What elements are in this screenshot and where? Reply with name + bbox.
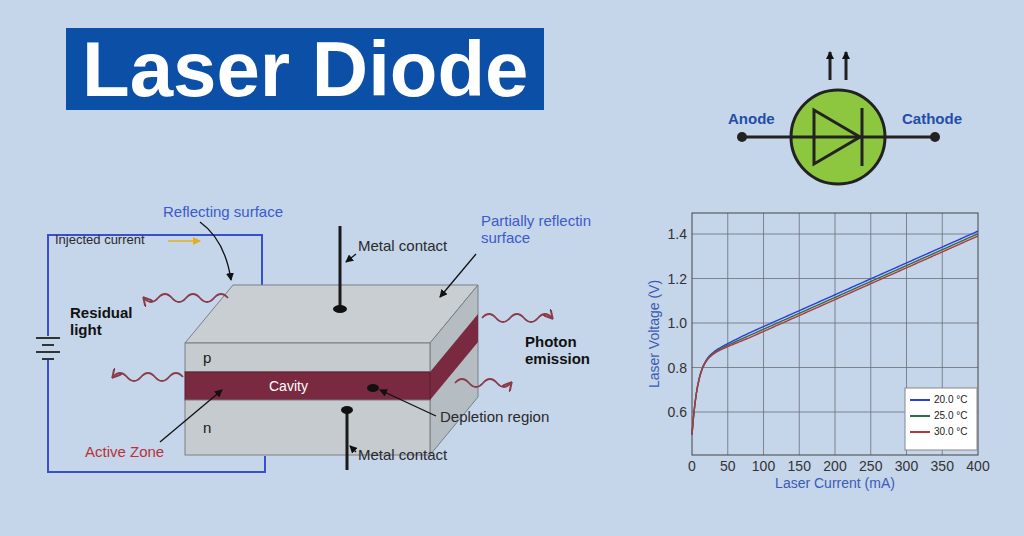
tick-label: 0.6 — [668, 404, 687, 420]
iv-curve — [692, 234, 978, 435]
grid-line — [692, 278, 978, 279]
residual-light-wave — [113, 373, 183, 381]
grid-line — [692, 367, 978, 368]
tick-label: 0 — [688, 458, 696, 474]
legend-text: 30.0 °C — [934, 426, 967, 438]
tick-label: 250 — [859, 458, 882, 474]
part-label: Reflecting surface — [163, 203, 283, 220]
grid-line — [692, 323, 978, 324]
current-arrow — [168, 240, 200, 242]
tick-label: 200 — [823, 458, 846, 474]
tick-label: 1.2 — [668, 270, 687, 286]
axis-title: Laser Voltage (V) — [646, 280, 662, 388]
grid-line — [835, 213, 836, 455]
symbol-lead — [791, 136, 885, 139]
p-layer: p — [185, 343, 430, 372]
tick-label: 300 — [895, 458, 918, 474]
title-text: Laser Diode — [82, 28, 528, 110]
photon-wave — [455, 379, 511, 387]
iv-curve — [692, 236, 978, 434]
grid-line — [763, 213, 764, 455]
grid-line — [870, 213, 871, 455]
chip-top-face — [185, 285, 478, 343]
battery-plate — [36, 351, 60, 353]
leader-line — [200, 222, 231, 280]
photon-wave — [482, 314, 552, 322]
tick-label: 1.0 — [668, 315, 687, 331]
part-label: Photon emission — [525, 333, 605, 368]
symbol-lead — [742, 136, 935, 139]
tick-label: 1.4 — [668, 226, 687, 242]
battery-plate — [36, 337, 60, 339]
leader-line — [160, 390, 222, 442]
pin-name: Cathode — [902, 110, 962, 127]
legend-line — [910, 399, 930, 401]
current-label: Injected current — [55, 233, 145, 248]
legend-text: 20.0 °C — [934, 394, 967, 406]
emission-arrow — [845, 52, 848, 80]
battery-plate — [42, 358, 54, 360]
chart-grid — [692, 213, 978, 455]
part-label: Partially reflectin surface — [481, 212, 621, 247]
tick-label: 50 — [720, 458, 736, 474]
battery-plate — [42, 344, 54, 346]
tick-label: 350 — [931, 458, 954, 474]
pin-name: Anode — [728, 110, 775, 127]
legend-line — [910, 415, 930, 417]
chart-curves — [692, 231, 978, 434]
terminal-dot — [930, 132, 940, 142]
layer-label: Cavity — [269, 378, 308, 394]
bottom-contact — [346, 410, 349, 470]
part-label: Depletion region — [440, 408, 549, 425]
leader-line — [346, 254, 356, 262]
p-layer-face — [185, 343, 430, 372]
top-contact — [339, 226, 342, 306]
tick-label: 100 — [752, 458, 775, 474]
depletion-dot — [367, 384, 379, 392]
grid-line — [727, 213, 728, 455]
bottom-contact-pad — [341, 406, 353, 414]
symbol-circle — [791, 90, 885, 184]
legend-line — [910, 431, 930, 433]
layer-label: p — [203, 349, 211, 366]
grid-line — [799, 213, 800, 455]
legend-box — [905, 388, 977, 450]
legend-text: 25.0 °C — [934, 410, 967, 422]
residual-light-wave — [144, 294, 228, 302]
cavity-side-band — [430, 314, 478, 400]
iv-curve — [692, 231, 978, 434]
tick-label: 150 — [788, 458, 811, 474]
layer-label: n — [203, 419, 211, 436]
leader-line — [380, 390, 436, 416]
part-label: Active Zone — [85, 443, 164, 460]
legend-lines — [910, 400, 930, 432]
part-label: Metal contact — [358, 237, 447, 254]
top-contact-pad — [333, 305, 347, 313]
terminal-dot — [737, 132, 747, 142]
title-banner: Laser Diode — [66, 28, 544, 110]
axis-title: Laser Current (mA) — [775, 475, 895, 491]
part-label: Metal contact — [358, 446, 447, 463]
diode-triangle — [814, 110, 860, 164]
plot-frame — [692, 213, 978, 455]
diode-bar — [861, 108, 864, 166]
leader-line — [350, 446, 356, 452]
cavity-layer: Cavity — [185, 372, 430, 400]
tick-label: 400 — [966, 458, 989, 474]
tick-label: 0.8 — [668, 359, 687, 375]
emission-arrow — [829, 52, 832, 80]
grid-line — [692, 234, 978, 235]
leader-line — [440, 254, 476, 297]
chip-side-face — [430, 285, 478, 455]
part-label: Residual light — [70, 304, 140, 339]
